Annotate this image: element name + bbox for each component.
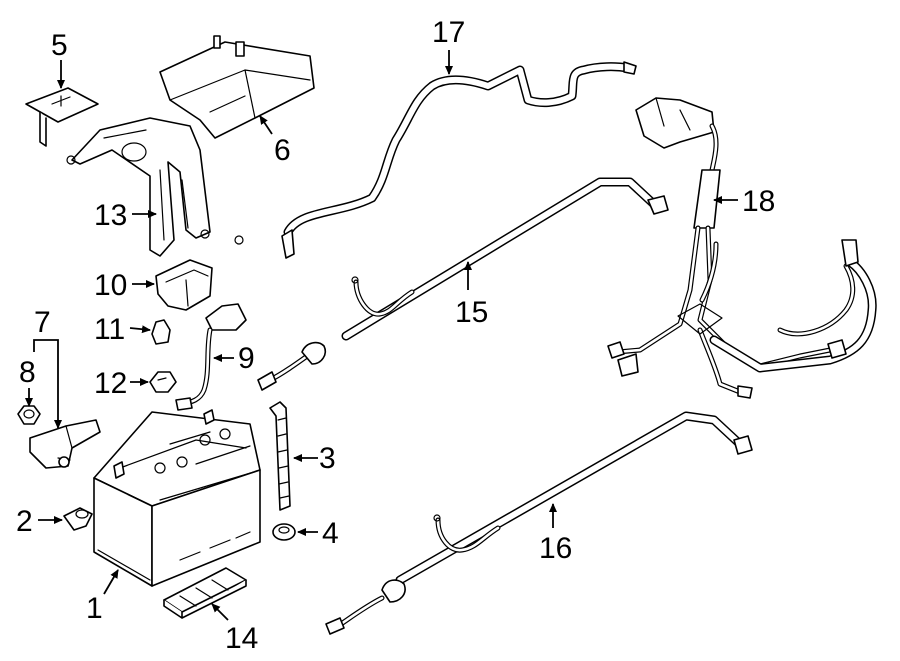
- callout-18: 18: [742, 185, 775, 218]
- callout-15: 15: [455, 296, 488, 329]
- callout-2: 2: [16, 505, 33, 538]
- callout-12: 12: [94, 367, 127, 400]
- callout-16: 16: [539, 532, 572, 565]
- cable-part-17[interactable]: [281, 61, 637, 259]
- callout-labels: 5 6 13 10 7 11 9 8 12 3 2 4 1 14 15 16 1…: [16, 16, 775, 655]
- callout-3: 3: [319, 442, 336, 475]
- nut-part-8[interactable]: [17, 405, 41, 425]
- nut-part-11[interactable]: [151, 319, 171, 345]
- vent-hose-part-3[interactable]: [269, 401, 291, 511]
- hold-down-clamp-part-10[interactable]: [155, 259, 213, 311]
- grommet-part-12[interactable]: [149, 371, 177, 393]
- battery-cover-part-6[interactable]: [159, 35, 315, 139]
- callout-14: 14: [225, 622, 258, 655]
- battery-tray-part-14[interactable]: [163, 567, 247, 619]
- battery-bracket-part-13[interactable]: [66, 117, 244, 257]
- callout-5: 5: [51, 29, 68, 62]
- leader-lines: [25, 50, 738, 621]
- callout-6: 6: [274, 134, 291, 167]
- cable-part-15[interactable]: [257, 177, 669, 391]
- callout-8: 8: [19, 356, 36, 389]
- callout-9: 9: [238, 342, 255, 375]
- battery-part-1[interactable]: [93, 409, 261, 587]
- callout-1: 1: [86, 592, 103, 625]
- callout-11: 11: [94, 313, 125, 346]
- callout-7: 7: [34, 306, 51, 339]
- grommet-part-4[interactable]: [272, 523, 296, 541]
- wiring-harness-part-18[interactable]: [607, 97, 877, 399]
- ground-cable-part-9[interactable]: [175, 303, 247, 411]
- callout-17: 17: [432, 16, 465, 49]
- callout-10: 10: [94, 269, 127, 302]
- callout-13: 13: [94, 199, 127, 232]
- callout-4: 4: [322, 517, 339, 550]
- terminal-plate-part-5[interactable]: [25, 87, 99, 147]
- cable-part-16[interactable]: [325, 411, 753, 635]
- battery-sensor-part-7[interactable]: [29, 419, 101, 469]
- plug-part-2[interactable]: [63, 507, 93, 531]
